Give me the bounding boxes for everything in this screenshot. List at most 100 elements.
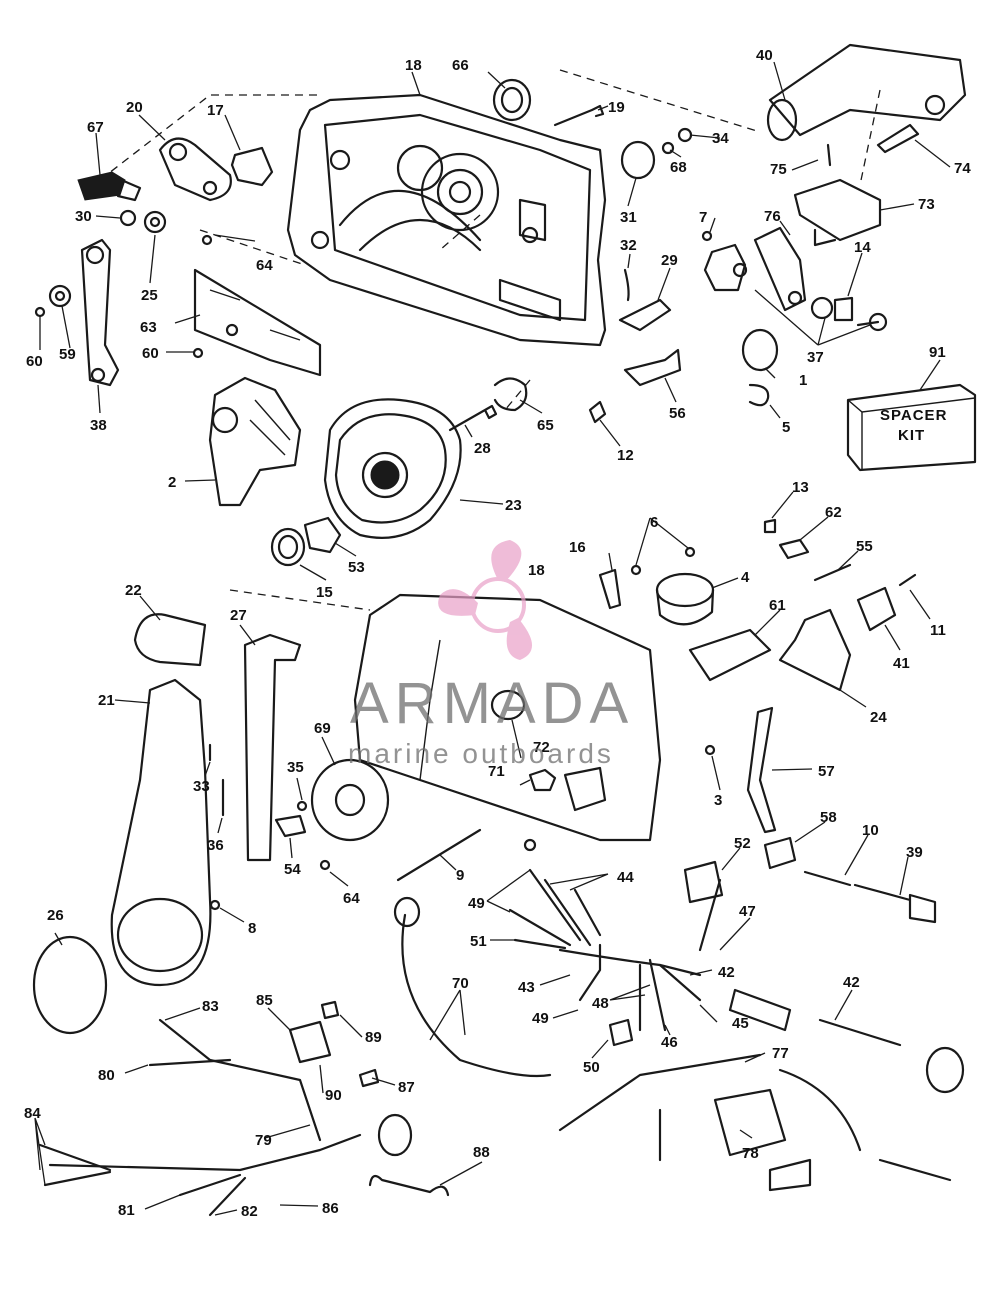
control-handle — [766, 43, 967, 142]
callout-69: 69 — [314, 720, 331, 737]
knob-rod — [853, 883, 937, 924]
callout-65: 65 — [537, 417, 554, 434]
screw — [704, 744, 716, 756]
screw — [192, 347, 204, 359]
link-rod — [746, 706, 777, 834]
screw — [684, 546, 696, 558]
detent — [618, 298, 672, 332]
callout-15: 15 — [316, 584, 333, 601]
callout-2: 2 — [168, 474, 176, 491]
callout-27: 27 — [230, 607, 247, 624]
sleeve — [713, 1088, 787, 1157]
bushing-ring — [270, 527, 306, 567]
callout-82: 82 — [241, 1203, 258, 1220]
callout-47: 47 — [739, 903, 756, 920]
cable — [401, 913, 552, 1078]
callout-64: 64 — [256, 257, 273, 274]
spring — [803, 870, 852, 887]
callout-49-lower: 49 — [532, 1010, 549, 1027]
callout-54: 54 — [284, 861, 301, 878]
plug — [608, 1018, 634, 1047]
slide-bracket — [243, 633, 302, 862]
callout-73: 73 — [918, 196, 935, 213]
block — [763, 836, 797, 870]
washer — [661, 141, 675, 155]
callout-35: 35 — [287, 759, 304, 776]
terminal — [358, 1068, 380, 1088]
callout-42-left: 42 — [718, 964, 735, 981]
lever-hole — [787, 290, 803, 306]
callout-42: 42 — [843, 974, 860, 991]
ignition-switch — [703, 243, 748, 292]
harness-connector — [728, 988, 965, 1094]
cover-disc — [620, 140, 656, 180]
callout-39: 39 — [906, 844, 923, 861]
callout-71: 71 — [488, 763, 505, 780]
callout-14: 14 — [854, 239, 871, 256]
leader-lines — [34, 61, 951, 1216]
watermark-logo — [438, 540, 533, 660]
callout-62: 62 — [825, 504, 842, 521]
callout-78: 78 — [742, 1145, 759, 1162]
neutral-switch — [655, 572, 715, 626]
detent-disc — [310, 758, 390, 842]
washer-hole — [149, 216, 161, 228]
callout-52: 52 — [734, 835, 751, 852]
callout-25: 25 — [141, 287, 158, 304]
callout-76: 76 — [764, 208, 781, 225]
callout-74: 74 — [954, 160, 971, 177]
callout-24: 24 — [870, 709, 887, 726]
callout-7: 7 — [699, 209, 707, 226]
callout-18: 18 — [405, 57, 422, 74]
gasket — [230, 146, 274, 187]
callout-46: 46 — [661, 1034, 678, 1051]
callout-89: 89 — [365, 1029, 382, 1046]
callout-37: 37 — [807, 349, 824, 366]
switch-knob — [77, 171, 142, 202]
callout-33: 33 — [193, 778, 210, 795]
callout-13: 13 — [792, 479, 809, 496]
terminal — [768, 1158, 812, 1192]
callout-79: 79 — [255, 1132, 272, 1149]
spring-clip — [748, 383, 770, 407]
warning-plate — [193, 268, 322, 377]
gear-disc — [323, 398, 462, 539]
ring — [810, 296, 834, 320]
callout-10: 10 — [862, 822, 879, 839]
lever — [753, 226, 807, 312]
callout-31: 31 — [620, 209, 637, 226]
callout-80: 80 — [98, 1067, 115, 1084]
grommet — [393, 896, 421, 928]
callout-66: 66 — [452, 57, 469, 74]
callout-8: 8 — [248, 920, 256, 937]
callout-59: 59 — [59, 346, 76, 363]
plunger — [778, 538, 810, 560]
control-housing-top — [286, 93, 607, 347]
callout-68: 68 — [670, 159, 687, 176]
callout-87: 87 — [398, 1079, 415, 1096]
screw — [826, 143, 832, 167]
screw — [553, 104, 605, 127]
callout-60-right: 60 — [142, 345, 159, 362]
switch-block — [856, 586, 897, 632]
watermark-tagline: marine outboards — [348, 738, 614, 769]
screw — [201, 234, 213, 246]
link-arm — [158, 137, 232, 202]
callout-17: 17 — [207, 102, 224, 119]
callout-50: 50 — [583, 1059, 600, 1076]
callout-34: 34 — [712, 130, 729, 147]
callout-21: 21 — [98, 692, 115, 709]
callout-4: 4 — [741, 569, 750, 586]
screw — [701, 230, 713, 242]
watermark-brand: ARMADA — [350, 671, 635, 736]
spring — [623, 268, 630, 302]
callout-22: 22 — [125, 582, 142, 599]
callout-77: 77 — [772, 1045, 789, 1062]
bracket — [598, 568, 622, 610]
propeller-blade-icon — [506, 618, 533, 660]
callout-28: 28 — [474, 440, 491, 457]
callout-6: 6 — [650, 514, 658, 531]
callout-23: 23 — [505, 497, 522, 514]
callout-75: 75 — [770, 161, 787, 178]
